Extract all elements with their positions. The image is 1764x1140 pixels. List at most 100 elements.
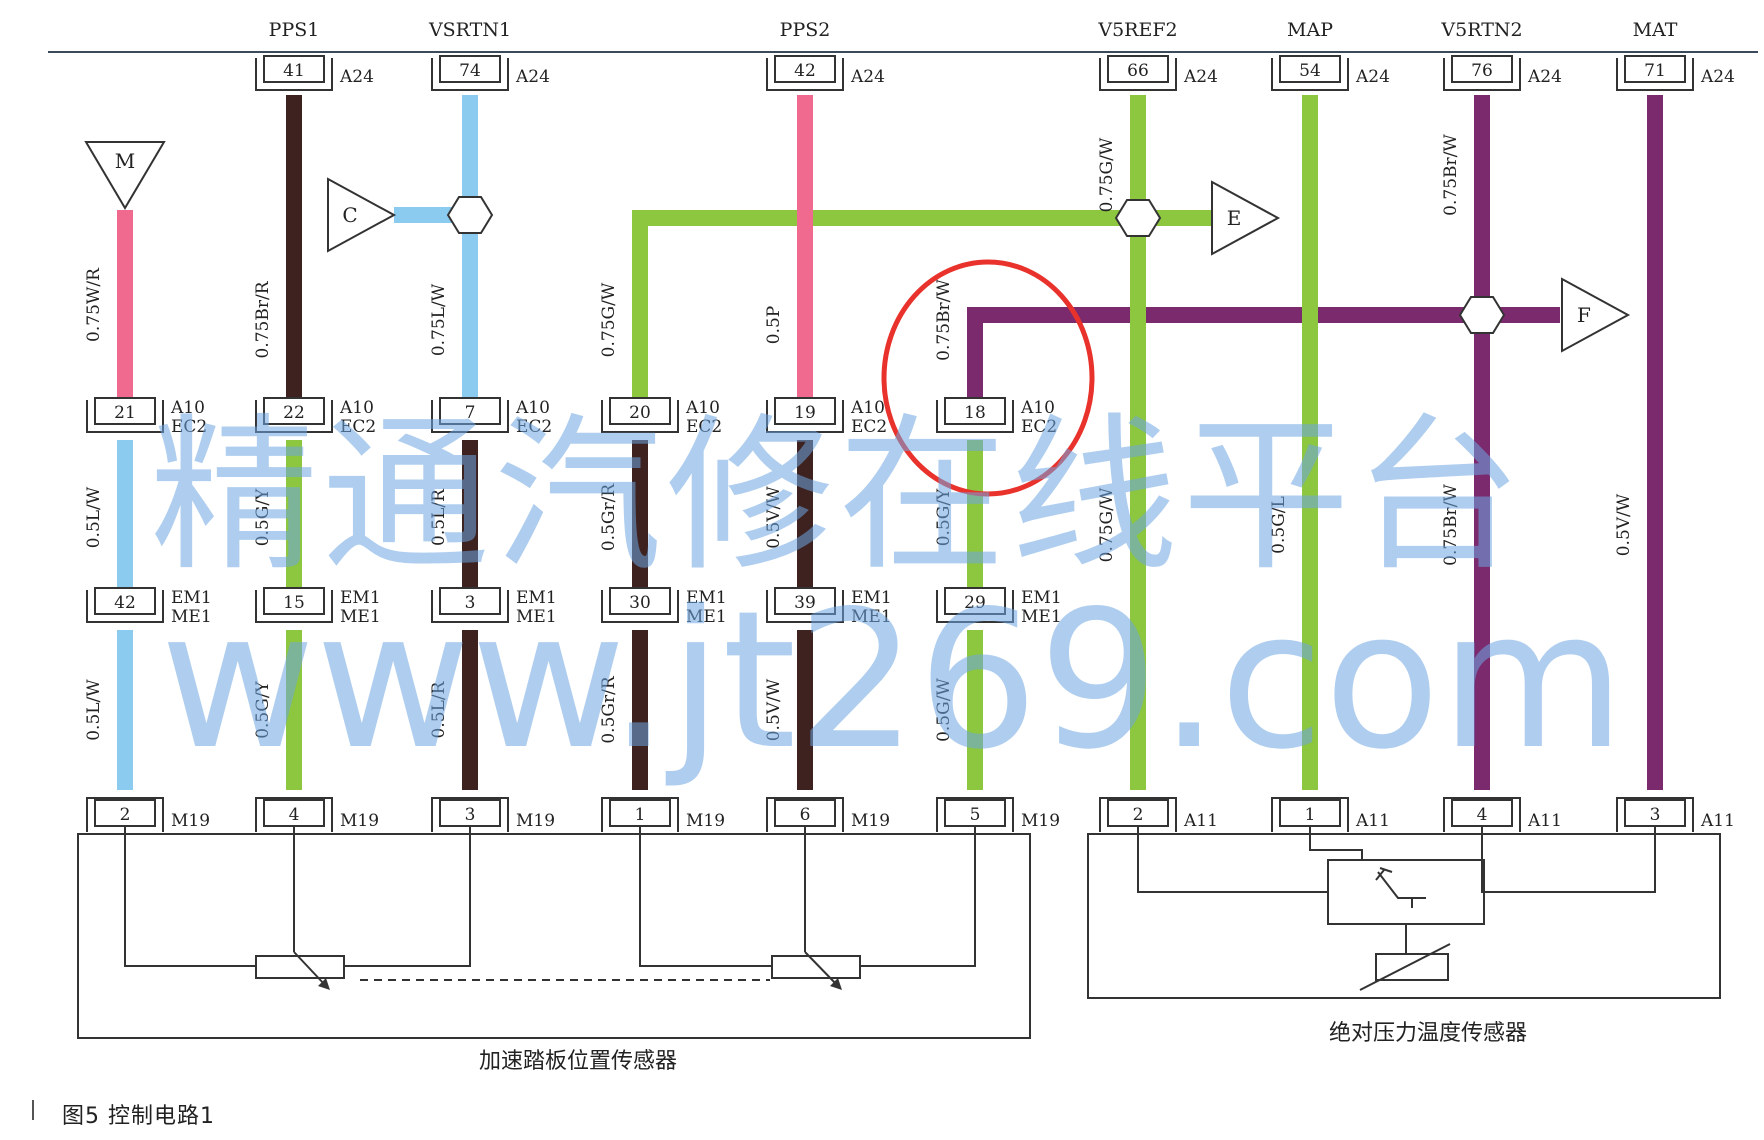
reference-label: E <box>1227 206 1242 230</box>
thermistor-slash <box>1359 943 1451 991</box>
wire-label-w20-mid: 0.5Gr/R <box>599 483 619 551</box>
connector-bracket <box>86 590 164 623</box>
wire-label2-map-full: 0.5G/L <box>1269 496 1289 554</box>
wire-label2-v5rtn2-full: 0.75Br/W <box>1441 484 1461 566</box>
pin-number: 22 <box>283 403 305 423</box>
connector-id: A11 <box>1700 811 1735 831</box>
wire-label-v5rtn2-full: 0.75Br/W <box>1441 134 1461 216</box>
pin-number: 3 <box>1650 805 1661 825</box>
connector-id-2: EC2 <box>686 417 722 437</box>
pin-number: 2 <box>120 805 131 825</box>
connector-id: EM1 <box>516 588 557 608</box>
connector-id: M19 <box>686 811 725 831</box>
connector-id: EM1 <box>171 588 212 608</box>
connector-bracket <box>601 797 679 832</box>
signal-label-pps2: PPS2 <box>780 19 831 41</box>
connector-id-2: EC2 <box>340 417 376 437</box>
pin-box <box>94 799 156 827</box>
connector-id-2: EC2 <box>851 417 887 437</box>
reference-e: E <box>1211 180 1281 256</box>
signal-label-v5ref2: V5REF2 <box>1097 19 1177 41</box>
connector-bracket <box>86 797 164 832</box>
connector-bracket <box>936 400 1014 433</box>
connector-bracket <box>431 400 509 433</box>
connector-id: M19 <box>340 811 379 831</box>
pin-number: 6 <box>800 805 811 825</box>
pin-box <box>263 55 325 83</box>
wire-label-w15-low: 0.5G/Y <box>253 680 273 738</box>
map-sensor-label: 绝对压力温度传感器 <box>1329 1021 1527 1046</box>
connector-bracket <box>255 58 333 91</box>
pedal-sensor-box <box>77 833 1031 1039</box>
connector-id-2: ME1 <box>340 607 381 627</box>
wire-label-pps2-upper: 0.5P <box>764 306 784 344</box>
pin-number: 4 <box>1477 805 1488 825</box>
connector-bracket <box>1099 797 1177 832</box>
connector-id: EM1 <box>686 588 727 608</box>
wire-label-pps1-upper: 0.75Br/R <box>253 280 273 358</box>
pin-number: 42 <box>794 61 816 81</box>
connector-bracket <box>1616 58 1694 91</box>
splice-vsrtn1 <box>446 196 494 234</box>
pin-number: 5 <box>970 805 981 825</box>
pin-number: 3 <box>465 593 476 613</box>
pin-box <box>1107 55 1169 83</box>
reference-triangle <box>1211 180 1281 256</box>
reference-triangle <box>327 177 397 253</box>
connector-id: A24 <box>1527 67 1562 87</box>
connector-id: A11 <box>1355 811 1390 831</box>
pin-number: 21 <box>114 403 136 423</box>
pedal-sensor-circuit-1 <box>124 826 471 967</box>
pin-a11-4: 4 A11 <box>1443 797 1562 832</box>
wire-label-w21-mid: 0.5L/W <box>84 486 104 548</box>
connector-id: A24 <box>1183 67 1218 87</box>
wire-label-w29-low: 0.5G/W <box>934 678 954 742</box>
connector-id: EM1 <box>851 588 892 608</box>
splice-v5ref2 <box>1114 199 1162 237</box>
connector-id: A10 <box>685 398 720 418</box>
connector-id: EM1 <box>340 588 381 608</box>
pin-box <box>774 587 836 615</box>
signal-label-map: MAP <box>1287 19 1333 41</box>
wire-label-m-upper: 0.75W/R <box>84 267 104 342</box>
pin-box <box>1451 55 1513 83</box>
highlight <box>881 259 1095 497</box>
wire-label-w19-mid: 0.5V/W <box>764 486 784 549</box>
pin-box <box>944 587 1006 615</box>
connector-bracket <box>1271 58 1349 91</box>
connector-id: A24 <box>1355 67 1390 87</box>
pressure-symbol <box>1375 867 1426 908</box>
reference-triangle <box>84 141 166 210</box>
pin-number: 71 <box>1644 61 1666 81</box>
pin-box <box>1451 799 1513 827</box>
connector-bracket <box>766 58 844 91</box>
wire-label-w22-mid: 0.5G/Y <box>253 488 273 546</box>
pin-box <box>609 799 671 827</box>
wire-label-w42-low: 0.5L/W <box>84 679 104 741</box>
pin-box <box>439 55 501 83</box>
pin-box <box>263 587 325 615</box>
pin-number: 2 <box>1133 805 1144 825</box>
connector-bracket <box>255 400 333 433</box>
connector-bracket <box>601 590 679 623</box>
highlight-circle <box>881 259 1095 497</box>
pin-number: 20 <box>629 403 651 423</box>
wiper-1 <box>293 951 327 987</box>
connector-id: A10 <box>1020 398 1055 418</box>
pin-box <box>609 587 671 615</box>
connector-bracket <box>255 590 333 623</box>
wire-label-w18-mid: 0.5G/Y <box>934 488 954 546</box>
connector-id: A11 <box>1527 811 1562 831</box>
signal-label-pps1: PPS1 <box>269 19 320 41</box>
